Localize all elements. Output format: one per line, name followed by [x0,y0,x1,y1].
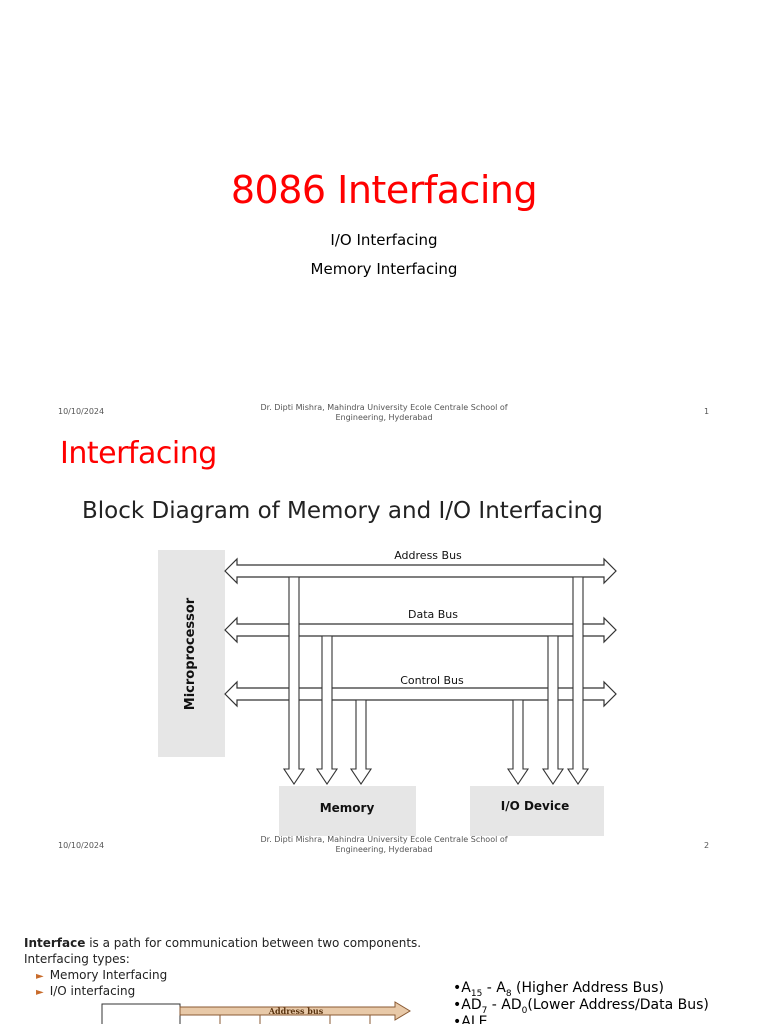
io-device-label: I/O Device [501,799,570,813]
interface-def-text: is a path for communication between two … [85,936,422,950]
subtitle-memory: Memory Interfacing [310,260,458,278]
footer-author-line1: Dr. Dipti Mishra, Mahindra University Ec… [260,403,508,412]
footer-date: 10/10/2024 [58,841,105,850]
interface-definition: Interface is a path for communication be… [24,936,421,950]
io-device-block [470,786,604,836]
memory-block [279,786,416,836]
interface-term: Interface [24,936,86,950]
signal-name: ALE [461,1014,488,1024]
types-label: Interfacing types: [24,952,130,966]
footer-page-number: 1 [704,407,710,416]
address-bus-label: Address Bus [394,549,462,562]
signal-sub: 7 [481,1005,488,1016]
triangle-bullet-icon: ► [36,987,44,998]
signal-sub: 15 [470,988,483,999]
signal-name: - AD [487,997,522,1013]
mini-processor-block [101,1003,181,1024]
microprocessor-block [158,550,225,757]
footer-author: Dr. Dipti Mishra, Mahindra University Ec… [250,403,518,423]
slide-title: Interfacing [60,436,217,471]
mini-bus-taps [219,1015,371,1024]
footer-author-line2: Engineering, Hyderabad [335,845,433,854]
footer-author-line2: Engineering, Hyderabad [335,413,433,422]
type-item-memory: ► Memory Interfacing [36,968,167,982]
slide-2: Interfacing Block Diagram of Memory and … [0,432,768,864]
signal-name: A [461,980,471,996]
type-item-io: ► I/O interfacing [36,984,135,998]
signal-desc: (Lower Address/Data Bus) [527,997,709,1013]
signal-sub: 0 [521,1005,528,1016]
type-label: I/O interfacing [49,984,136,998]
mini-diagram: Address bus [101,1001,411,1024]
footer-page-number: 2 [704,841,710,850]
signal-name: AD [461,997,482,1013]
memory-connectors [282,576,373,785]
signal-ale: •ALE [453,1014,488,1024]
signal-desc: (Higher Address Bus) [511,980,664,996]
slide-3: Interface is a path for communication be… [0,880,768,1024]
slide-title: 8086 Interfacing [230,168,538,212]
signal-higher-address: •A15 - A8 (Higher Address Bus) [453,980,664,999]
diagram-title: Block Diagram of Memory and I/O Interfac… [82,498,603,524]
data-bus-label: Data Bus [408,608,458,621]
control-bus-label: Control Bus [400,674,464,687]
mini-address-bus-arrow [179,1001,411,1021]
footer-date: 10/10/2024 [58,407,105,416]
io-connectors [506,576,590,785]
block-diagram: Microprocessor Memory I/O Device Address… [158,549,617,836]
microprocessor-label: Microprocessor [183,597,198,710]
footer-author: Dr. Dipti Mishra, Mahindra University Ec… [250,835,518,855]
footer-author-line1: Dr. Dipti Mishra, Mahindra University Ec… [260,835,508,844]
signal-lower-address-data: •AD7 - AD0(Lower Address/Data Bus) [453,997,709,1016]
triangle-bullet-icon: ► [36,971,44,982]
mini-address-bus-label: Address bus [268,1006,324,1016]
memory-label: Memory [320,801,375,815]
signal-name: - A [482,980,506,996]
signal-sub: 8 [505,988,512,999]
subtitle-io: I/O Interfacing [330,231,438,249]
slide-1: 8086 Interfacing I/O Interfacing Memory … [0,0,768,432]
type-label: Memory Interfacing [49,968,168,982]
address-bus-arrow [224,557,617,585]
